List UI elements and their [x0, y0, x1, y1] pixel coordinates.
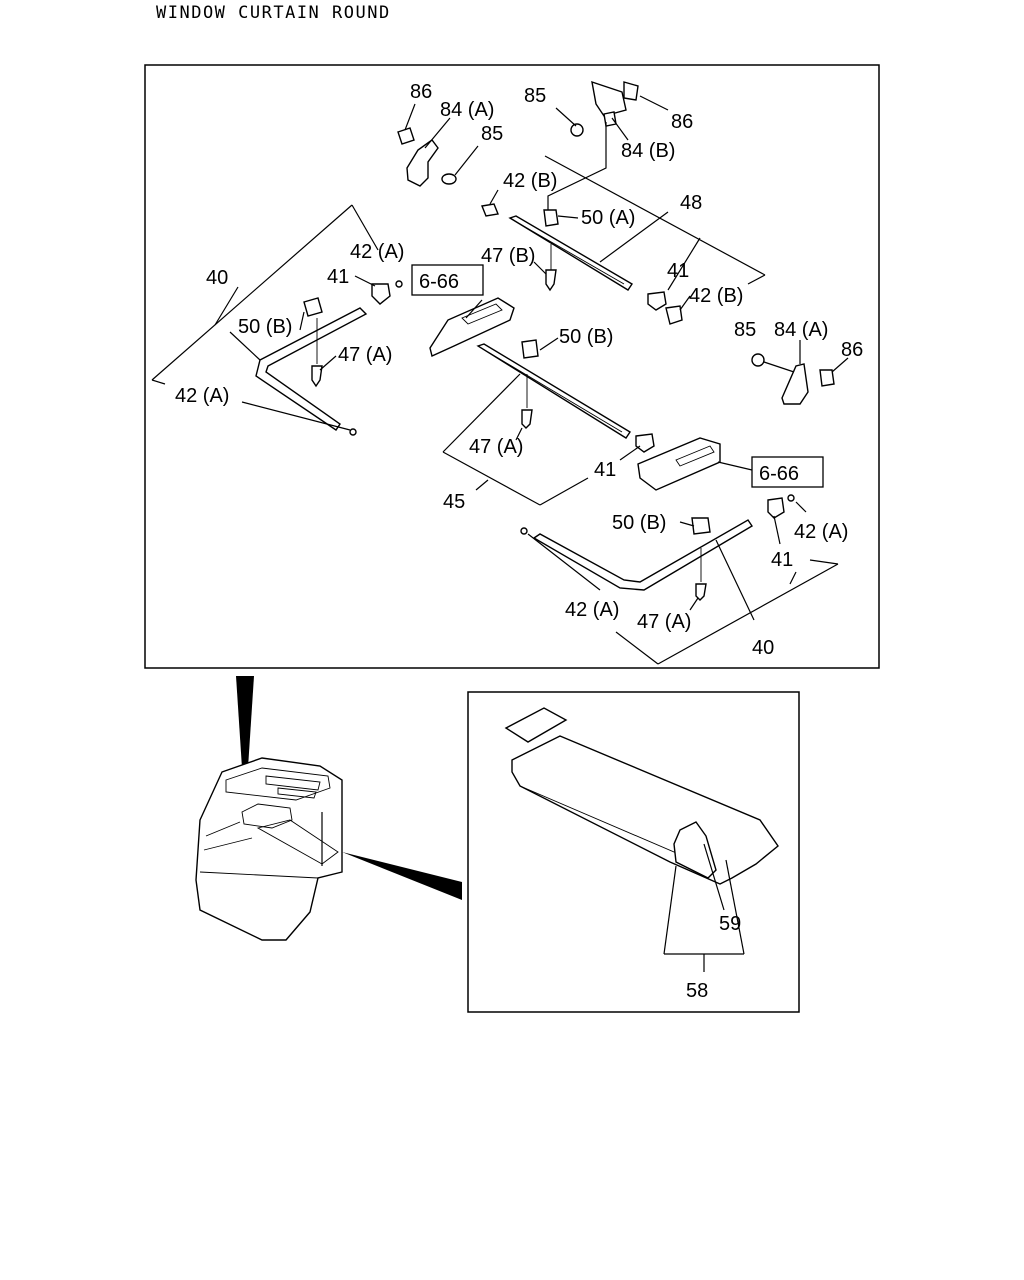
- callout-41: 41: [667, 260, 689, 282]
- inset-diagram-frame: [467, 691, 800, 1013]
- callout-42a: 42 (A): [350, 241, 404, 263]
- callout-45: 45: [443, 491, 465, 513]
- callout-42b: 42 (B): [689, 285, 743, 307]
- callout-59: 59: [719, 913, 741, 935]
- callout-86: 86: [671, 111, 693, 133]
- callout-41: 41: [327, 266, 349, 288]
- callout-84b: 84 (B): [621, 140, 675, 162]
- callout-40: 40: [206, 267, 228, 289]
- rail-assembly-40-left: [151, 204, 403, 436]
- callout-47a: 47 (A): [637, 611, 691, 633]
- callout-58: 58: [686, 980, 708, 1002]
- callout-42a: 42 (A): [565, 599, 619, 621]
- ref-label-6-66: 6-66: [759, 463, 799, 485]
- callout-86: 86: [410, 81, 432, 103]
- callout-42b: 42 (B): [503, 170, 557, 192]
- callout-50b: 50 (B): [612, 512, 666, 534]
- callout-50b: 50 (B): [559, 326, 613, 348]
- rail-assembly-45: [429, 297, 721, 506]
- ref-label-6-66: 6-66: [419, 271, 459, 293]
- page-title: WINDOW CURTAIN ROUND: [156, 3, 391, 23]
- bracket-84b-upper-right: [547, 80, 669, 212]
- callout-85: 85: [524, 85, 546, 107]
- callout-84a: 84 (A): [440, 99, 494, 121]
- bracket-84a-upper-left: [397, 103, 479, 187]
- callout-47a: 47 (A): [338, 344, 392, 366]
- main-diagram-frame: [144, 64, 880, 669]
- callout-50a: 50 (A): [581, 207, 635, 229]
- rail-assembly-48: [481, 155, 766, 325]
- callout-50b: 50 (B): [238, 316, 292, 338]
- sun-visor-inset: [504, 707, 779, 972]
- callout-41: 41: [594, 459, 616, 481]
- callout-42a: 42 (A): [794, 521, 848, 543]
- ref-box-6-66-upper: [411, 264, 484, 296]
- callout-48: 48: [680, 192, 702, 214]
- callout-47b: 47 (B): [481, 245, 535, 267]
- callout-84a: 84 (A): [774, 319, 828, 341]
- vehicle-cab-sketch: [195, 676, 462, 941]
- bracket-84a-right: [751, 340, 849, 405]
- callout-86: 86: [841, 339, 863, 361]
- callout-41: 41: [771, 549, 793, 571]
- ref-box-6-66-lower: [751, 456, 824, 488]
- callout-47a: 47 (A): [469, 436, 523, 458]
- callout-42a: 42 (A): [175, 385, 229, 407]
- callout-85: 85: [734, 319, 756, 341]
- callout-40: 40: [752, 637, 774, 659]
- rail-assembly-40-right: [520, 494, 839, 665]
- callout-85: 85: [481, 123, 503, 145]
